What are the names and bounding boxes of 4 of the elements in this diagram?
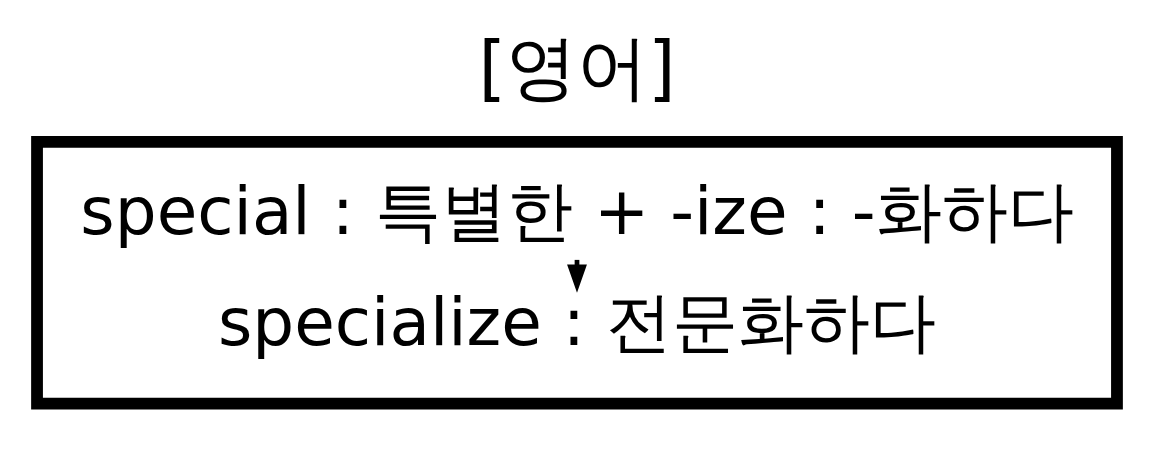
node-text: special : 특별한 + -ize : -화하다 <box>80 172 1074 250</box>
diagram-title: [영어] <box>478 26 676 110</box>
node-text: specialize : 전문화하다 <box>217 283 937 361</box>
cluster <box>31 136 1123 410</box>
